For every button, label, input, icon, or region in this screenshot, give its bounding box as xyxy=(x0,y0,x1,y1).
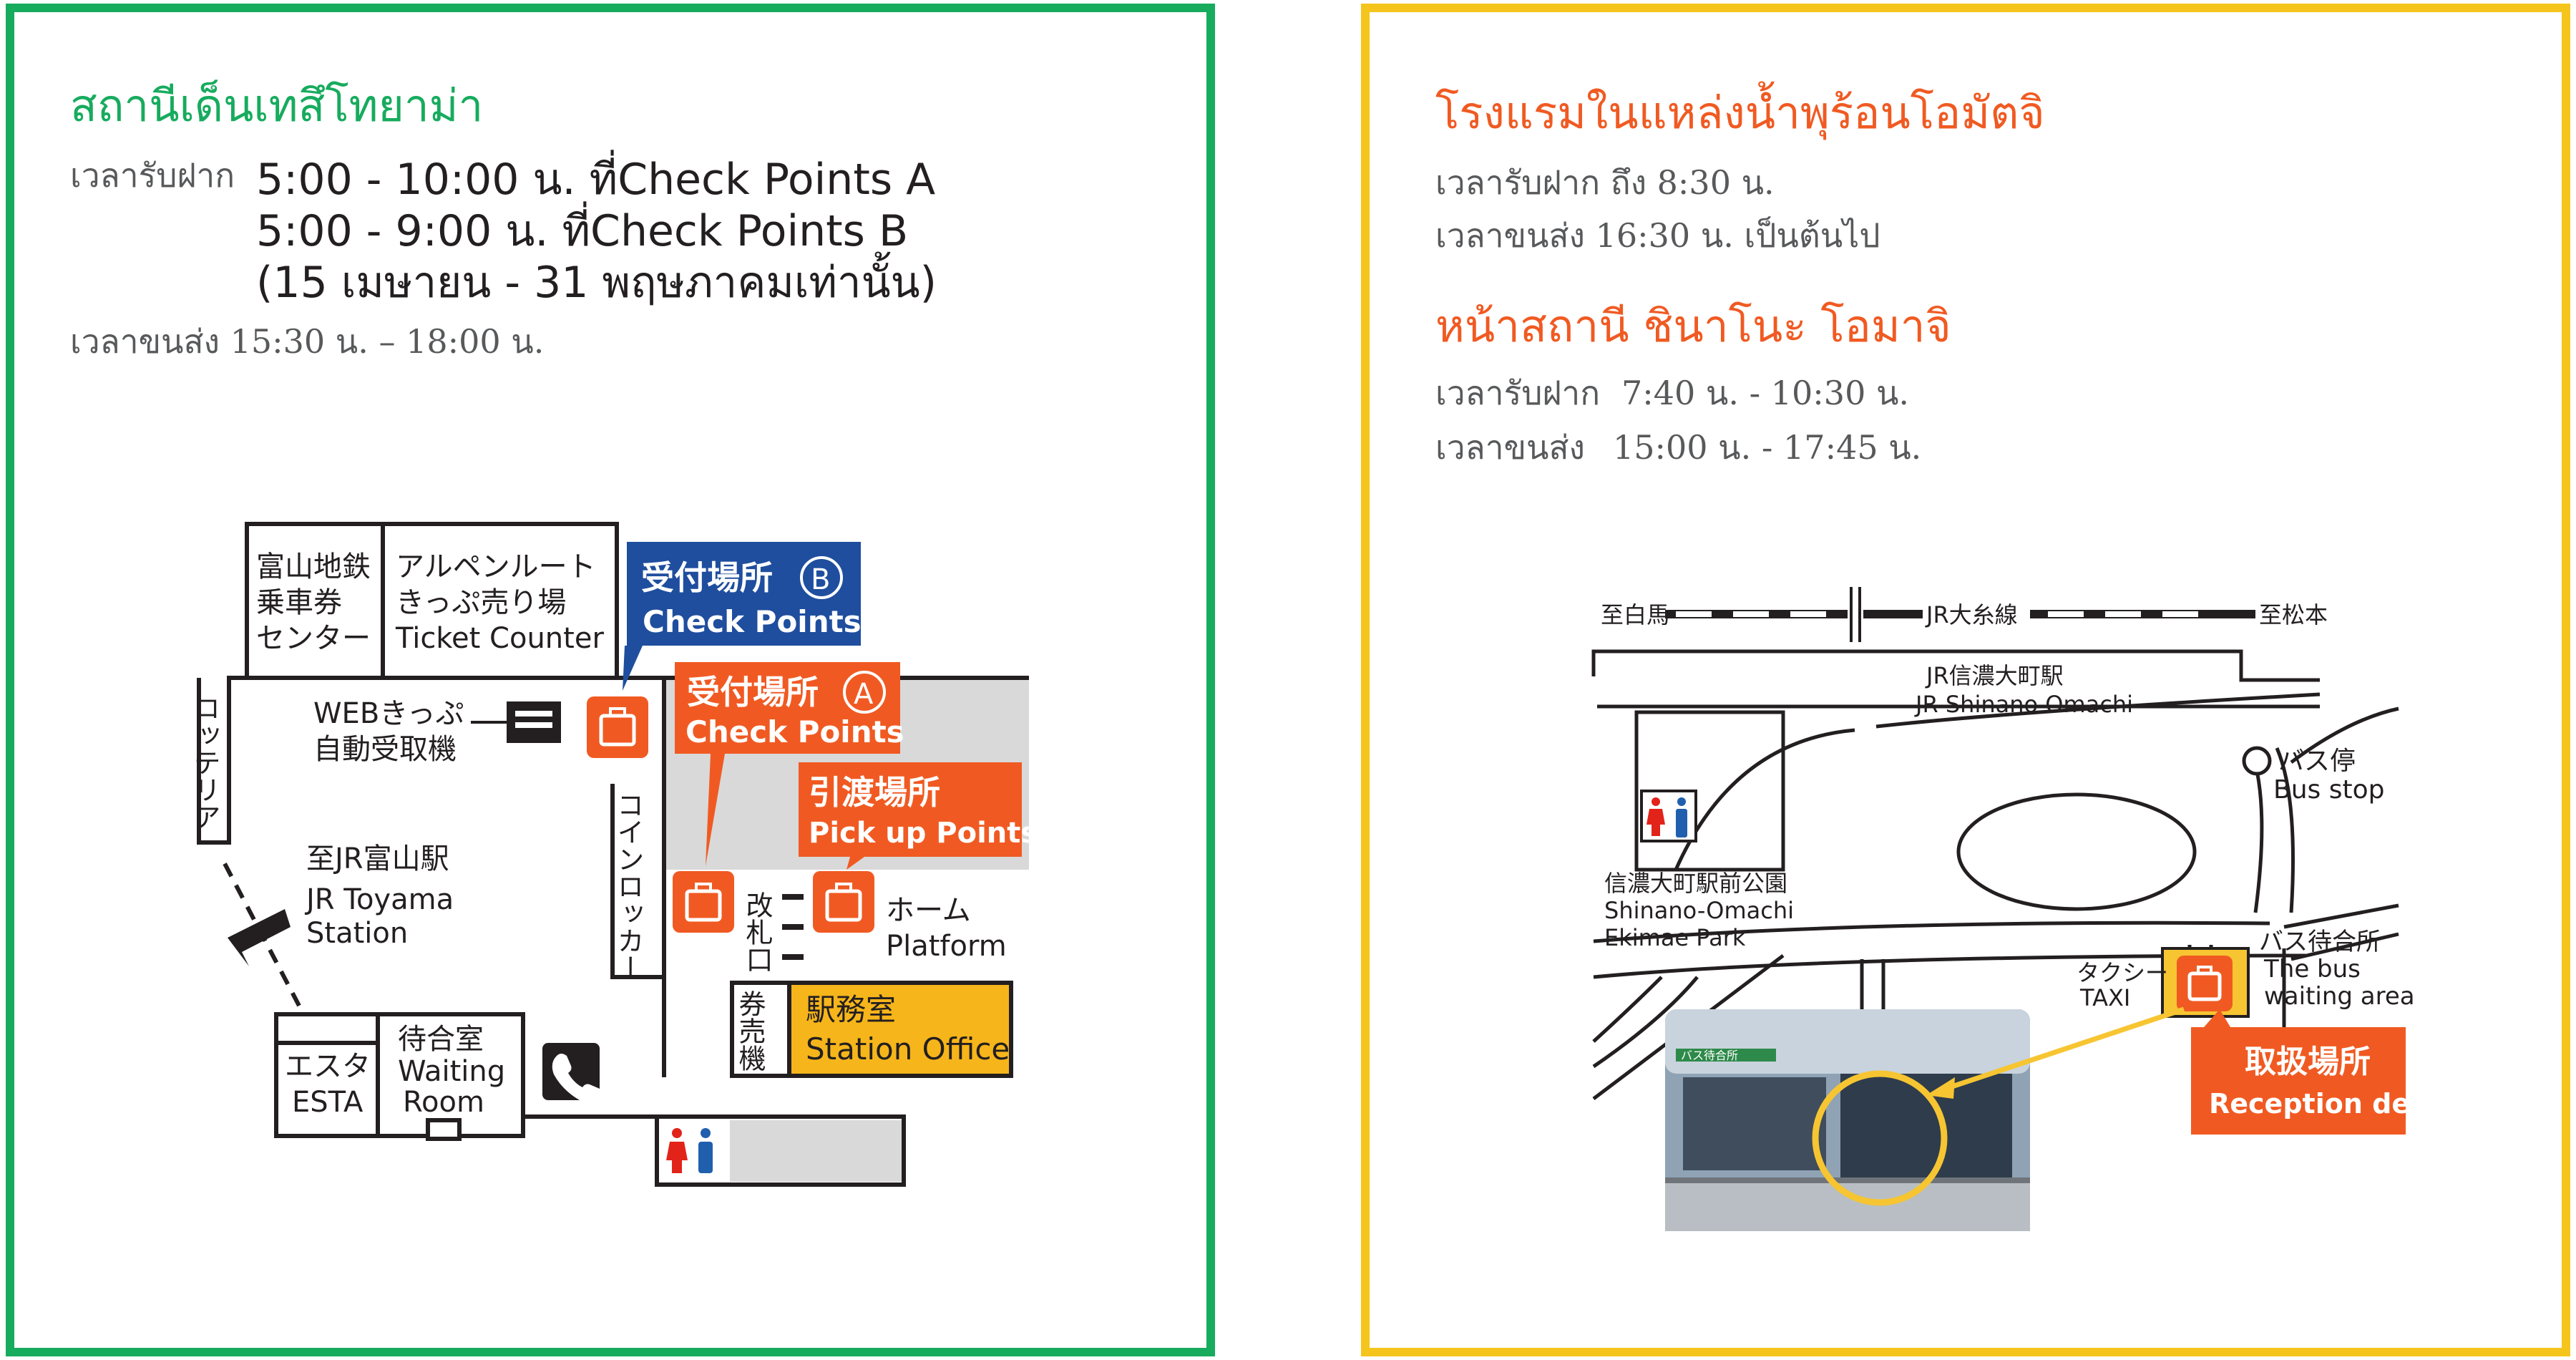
locker-box xyxy=(610,784,664,979)
onsen-delivery-time: เวลาขนส่ง 16:30 น. เป็นต้นไป xyxy=(1435,216,1880,255)
omachi-delivery-time: 15:00 น. - 17:45 น. xyxy=(1613,428,1922,467)
onsen-hotel-title: โรงแรมในแหล่งน้ำพุร้อนโอมัตจิ xyxy=(1435,87,2045,139)
luggage-icon-b xyxy=(587,696,648,758)
station-office-label-2: Station Office xyxy=(806,1031,1010,1067)
to-jr-label-2: JR Toyama xyxy=(304,883,454,916)
platform-label-2: Platform xyxy=(886,930,1007,963)
oito-line-label: JR大糸線 xyxy=(1925,601,2018,628)
alpen-label-2: きっぷ売り場 xyxy=(396,586,566,619)
svg-text:Check Points: Check Points xyxy=(686,714,904,749)
pickup-callout: 引渡場所 Pick up Points xyxy=(799,762,1038,870)
delivery-time: เวลาขนส่ง 15:30 น. – 18:00 น. xyxy=(70,322,545,361)
omachi-station-title: หน้าสถานี ชินาโนะ โอมาจิ xyxy=(1435,300,1951,352)
svg-text:Check Points: Check Points xyxy=(643,604,862,639)
to-jr-label-1: 至JR富山駅 xyxy=(306,842,449,875)
toyama-station-map: 受付場所 B Check Points 受付場所 A Check Points … xyxy=(189,522,1038,1187)
bus-stop-label-en: Bus stop xyxy=(2273,775,2384,805)
alpen-label-3: Ticket Counter xyxy=(395,622,604,655)
luggage-icon-a xyxy=(673,871,734,933)
to-matsumoto-label: 至松本 xyxy=(2259,601,2328,628)
upper-wall xyxy=(197,676,1029,845)
svg-text:Reception desk: Reception desk xyxy=(2209,1088,2445,1119)
omachi-delivery-label: เวลาขนส่ง xyxy=(1435,428,1585,467)
bus-waiting-label-2: The bus xyxy=(2263,955,2361,983)
omachi-checkin-time: 7:40 น. - 10:30 น. xyxy=(1621,374,1910,412)
station-label-en: JR Shinano Omachi xyxy=(1914,691,2133,718)
station-building xyxy=(1591,649,2320,682)
toyama-title: สถานีเด็นเทสึโทยาม่า xyxy=(70,79,484,132)
onsen-checkin-time: เวลารับฝาก ถึง 8:30 น. xyxy=(1435,163,1775,202)
station-office-label-1: 駅務室 xyxy=(806,992,896,1027)
svg-text:B: B xyxy=(811,563,830,596)
esta-label-1: エスタ xyxy=(285,1050,371,1083)
checkin-line-b: 5:00 - 9:00 น. ที่Check Points B xyxy=(256,206,909,256)
railway-line xyxy=(1579,587,2334,642)
omachi-checkin-label: เวลารับฝาก xyxy=(1435,374,1601,412)
taxi-label-jp: タクシー xyxy=(2077,959,2168,986)
toyama-panel: สถานีเด็นเทสึโทยาม่า เวลารับฝาก 5:00 - 1… xyxy=(6,4,1215,1356)
svg-text:Pick up Points: Pick up Points xyxy=(809,817,1038,850)
park-label-1: 信濃大町駅前公園 xyxy=(1604,870,1787,897)
svg-text:受付場所: 受付場所 xyxy=(641,558,773,597)
station-office-box xyxy=(787,981,1013,1078)
waiting-label-2: Waiting xyxy=(398,1055,505,1088)
bus-stop-marker xyxy=(2242,746,2272,776)
reception-luggage-icon xyxy=(2177,956,2233,1011)
omachi-station-map: バス待合所 取扱場所 Reception desk 至白馬 JR大糸線 至松本 … xyxy=(1579,587,2445,1231)
omachi-panel: โรงแรมในแหล่งน้ำพุร้อนโอมัตจิ เวลารับฝาก… xyxy=(1361,4,2570,1356)
luggage-icon-pickup xyxy=(813,871,874,933)
checkin-period-note: (15 เมษายน - 31 พฤษภาคมเท่านั้น) xyxy=(256,258,937,308)
svg-text:引渡場所: 引渡場所 xyxy=(809,773,940,812)
lower-wall xyxy=(523,1114,906,1187)
lower-grey-area xyxy=(730,1120,902,1182)
road-upper xyxy=(1674,728,1855,871)
road-upper-2 xyxy=(1875,692,2321,729)
arrow-to-jr-icon xyxy=(228,909,291,966)
alpen-label-1: アルペンルート xyxy=(396,550,596,583)
station-label-jp: JR信濃大町駅 xyxy=(1925,662,2064,689)
bus-waiting-label-1: バス待合所 xyxy=(2259,928,2381,956)
svg-text:バス待合所: バス待合所 xyxy=(1681,1049,1738,1062)
bus-stop-label-jp: バス停 xyxy=(2278,747,2356,776)
gate-label: 改札口 xyxy=(741,891,773,973)
reception-callout: 取扱場所 Reception desk xyxy=(2191,1009,2445,1135)
restroom-icon-omachi xyxy=(1640,790,1697,842)
to-hakuba-label: 至白馬 xyxy=(1601,601,1669,628)
checkpoint-a-callout: 受付場所 A Check Points xyxy=(675,662,904,866)
web-label-1: WEBきっぷ xyxy=(313,697,464,730)
park-label-2: Shinano-Omachi xyxy=(1604,897,1794,924)
svg-text:取扱場所: 取扱場所 xyxy=(2245,1044,2371,1080)
waiting-room-box xyxy=(274,1012,525,1138)
checkin-line-a: 5:00 - 10:00 น. ที่Check Points A xyxy=(256,155,936,205)
taxi-label-en: TAXI xyxy=(2079,984,2130,1011)
ticket-center-label-1: 富山地鉄 xyxy=(256,550,371,583)
platform-label-1: ホーム xyxy=(886,894,971,927)
roundabout xyxy=(1956,792,2197,911)
esta-label-2: ESTA xyxy=(292,1086,364,1119)
photo-highlight-circle xyxy=(1812,1070,1948,1206)
bus-waiting-photo: バス待合所 xyxy=(1665,1009,2030,1231)
to-jr-label-3: Station xyxy=(306,917,408,950)
building-block xyxy=(1634,710,1785,872)
checkpoint-b-callout: 受付場所 B Check Points xyxy=(623,542,862,691)
svg-text:受付場所: 受付場所 xyxy=(687,673,819,711)
web-label-2: 自動受取機 xyxy=(313,733,457,766)
waiting-label-1: 待合室 xyxy=(398,1023,484,1056)
bus-waiting-label-3: waiting area xyxy=(2264,982,2415,1011)
phone-icon xyxy=(542,1043,602,1103)
ticket-center-label-2: 乗車券 xyxy=(256,586,342,619)
svg-text:A: A xyxy=(854,678,874,711)
waiting-label-3: Room xyxy=(403,1086,484,1119)
checkin-label: เวลารับฝาก xyxy=(70,156,235,195)
ticket-center-label-3: センター xyxy=(256,622,371,655)
park-label-3: Ekimae Park xyxy=(1604,924,1746,951)
lotteria-label: ロッテリア xyxy=(189,694,220,830)
photo-pointer xyxy=(1936,1006,2185,1094)
restroom-icon xyxy=(663,1124,720,1177)
locker-label: コインロッカー xyxy=(613,791,644,981)
web-ticket-machine-icon xyxy=(471,701,561,743)
ticket-machine-label: 券売機 xyxy=(734,990,766,1072)
